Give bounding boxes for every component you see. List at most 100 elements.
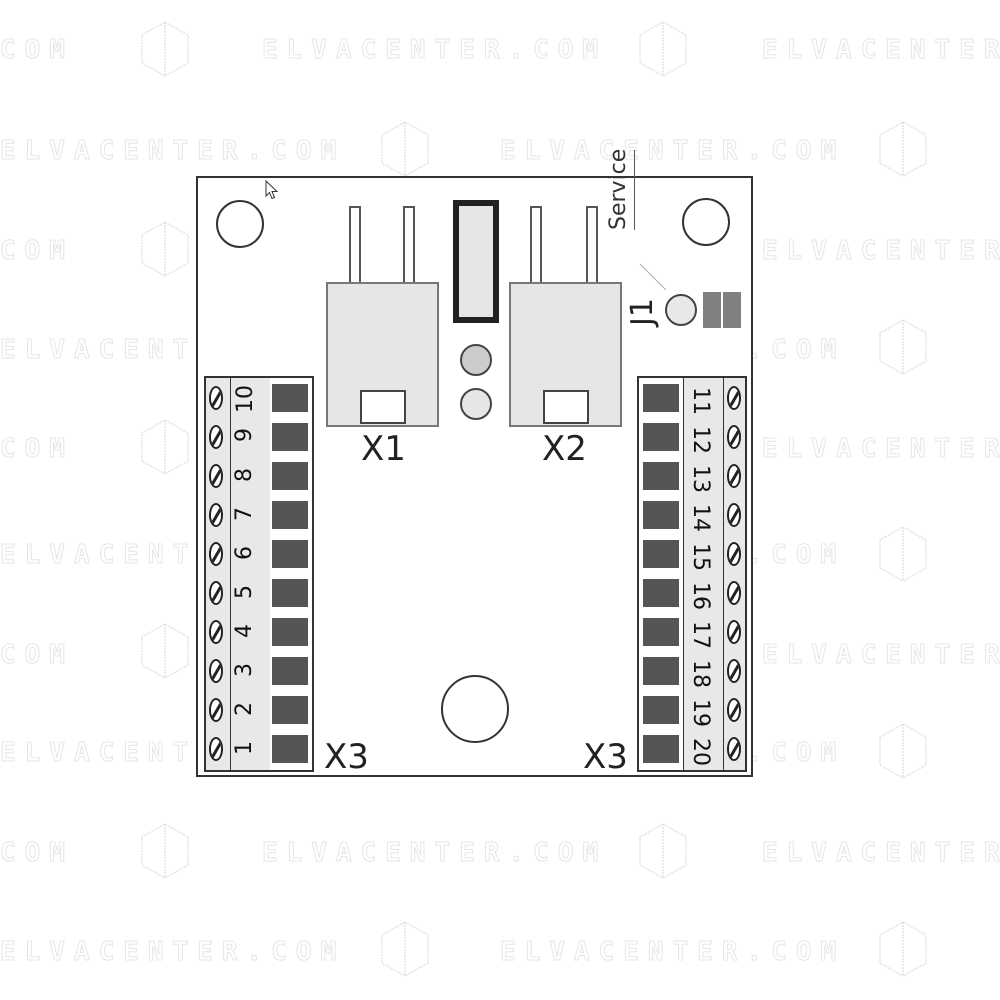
terminal-pad: [272, 540, 308, 568]
terminal-number: 20: [688, 738, 713, 766]
terminal-number: 5: [232, 585, 257, 599]
terminal-number: 17: [688, 621, 713, 649]
connector-x1-latch: [360, 390, 406, 424]
connector-x2-pin: [530, 206, 542, 286]
mounting-hole-bottom-center: [441, 675, 509, 743]
watermark-text: ELVACENTER.COM: [499, 136, 846, 167]
screw-icon: [727, 542, 741, 566]
screw-icon: [209, 464, 223, 488]
terminal-number: 11: [688, 387, 713, 415]
terminal-pad: [643, 696, 679, 724]
terminal-number: 7: [232, 507, 257, 521]
service-leader-line: [639, 263, 667, 291]
watermark-logo-icon: [381, 921, 429, 977]
terminal-number: 14: [688, 504, 713, 532]
terminal-number: 8: [232, 468, 257, 482]
screw-icon: [209, 620, 223, 644]
watermark-text: ELVACENTER.COM: [761, 236, 1000, 267]
watermark-logo-icon: [141, 221, 189, 277]
pcb-board: X1 X2 Service J1 X3 X3 10 9: [196, 149, 753, 777]
led-indicator-top: [460, 344, 492, 376]
watermark-text: ELVACENTER.COM: [761, 35, 1000, 66]
j1-pad-right: [723, 292, 741, 328]
watermark-text: ELVACENTER.COM: [0, 136, 346, 167]
connector-x1-label: X1: [361, 429, 406, 469]
screw-icon: [209, 542, 223, 566]
watermark-logo-icon: [639, 21, 687, 77]
terminal-number: 10: [233, 385, 258, 413]
connector-x2-body: [509, 282, 622, 427]
mounting-hole-top-right: [682, 198, 730, 246]
terminal-number: 2: [232, 702, 257, 716]
mounting-hole-top-left: [216, 200, 264, 248]
j1-label: J1: [625, 298, 660, 326]
screw-icon: [209, 737, 223, 761]
watermark-text: ELVACENTER.COM: [261, 838, 608, 869]
terminal-pad: [643, 423, 679, 451]
watermark-text: ELVACENTER.COM: [761, 640, 1000, 671]
watermark-text: COM: [0, 236, 74, 267]
terminal-number: 12: [688, 426, 713, 454]
connector-x1-body: [326, 282, 439, 427]
screw-icon: [209, 386, 223, 410]
terminal-pad: [272, 618, 308, 646]
watermark-logo-icon: [879, 526, 927, 582]
terminal-pad: [643, 618, 679, 646]
watermark-text: ELVACENTER.COM: [761, 434, 1000, 465]
terminal-pad: [643, 735, 679, 763]
terminal-number: 16: [688, 582, 713, 610]
watermark-text: ELVACENTER.COM: [499, 937, 846, 968]
terminal-number: 9: [232, 428, 257, 442]
connector-x1-pin: [349, 206, 361, 286]
jumper-block: [453, 200, 499, 323]
screw-icon: [209, 425, 223, 449]
watermark-text: COM: [0, 838, 74, 869]
j1-pad-left: [703, 292, 721, 328]
screw-icon: [727, 503, 741, 527]
watermark-logo-icon: [141, 823, 189, 879]
screw-icon: [209, 581, 223, 605]
terminal-number: 15: [688, 543, 713, 571]
watermark-text: COM: [0, 434, 74, 465]
terminal-number: 13: [688, 465, 713, 493]
watermark-logo-icon: [879, 723, 927, 779]
terminal-number: 6: [232, 546, 257, 560]
watermark-text: COM: [0, 35, 74, 66]
service-label: Service: [606, 149, 635, 230]
connector-x2-pin: [586, 206, 598, 286]
watermark-logo-icon: [879, 921, 927, 977]
terminal-pad: [272, 384, 308, 412]
connector-x1-pin: [403, 206, 415, 286]
watermark-text: ELVACENTER.COM: [261, 35, 608, 66]
screw-icon: [727, 659, 741, 683]
terminal-pad: [643, 501, 679, 529]
watermark-text: ELVACENTER.COM: [0, 937, 346, 968]
terminal-pad: [643, 540, 679, 568]
watermark-logo-icon: [879, 319, 927, 375]
terminal-number: 19: [688, 699, 713, 727]
terminal-pad: [272, 579, 308, 607]
watermark-text: ELVACENTER.COM: [761, 838, 1000, 869]
screw-icon: [727, 464, 741, 488]
watermark-logo-icon: [639, 823, 687, 879]
number-column: [683, 378, 724, 770]
terminal-number: 4: [232, 624, 257, 638]
screw-icon: [727, 386, 741, 410]
watermark-logo-icon: [381, 121, 429, 177]
watermark-logo-icon: [141, 419, 189, 475]
led-indicator-bottom: [460, 388, 492, 420]
screw-icon: [727, 581, 741, 605]
watermark-text: COM: [0, 640, 74, 671]
terminal-pad: [272, 423, 308, 451]
watermark-logo-icon: [141, 623, 189, 679]
terminal-pad: [643, 384, 679, 412]
terminal-number: 18: [688, 660, 713, 688]
terminal-pad: [272, 735, 308, 763]
terminal-pad: [272, 462, 308, 490]
terminal-pad: [272, 501, 308, 529]
connector-x2-label: X2: [542, 429, 587, 469]
terminal-pad: [272, 657, 308, 685]
terminal-pad: [643, 579, 679, 607]
terminal-pad: [272, 696, 308, 724]
terminal-pad: [643, 657, 679, 685]
